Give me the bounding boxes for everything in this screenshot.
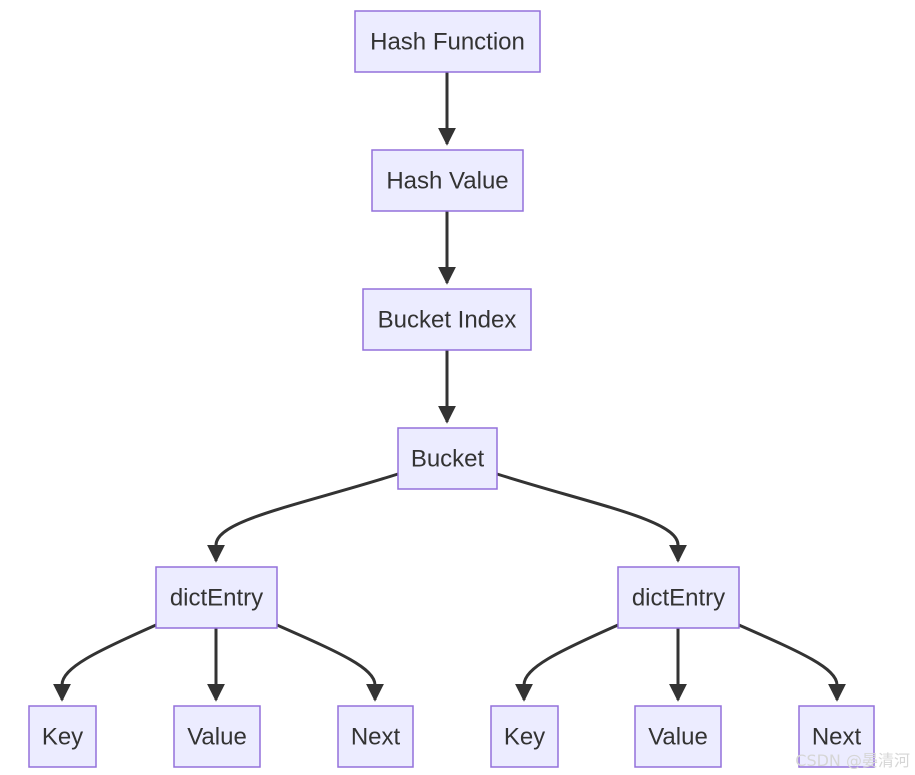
node-dict-entry-left: dictEntry <box>155 566 278 629</box>
node-bucket-label: Bucket <box>411 446 485 473</box>
node-dict-entry-left-label: dictEntry <box>170 585 263 612</box>
node-hash-function: Hash Function <box>354 10 541 73</box>
edge-dict-entry-left-to-next <box>276 623 384 702</box>
node-key-left: Key <box>28 705 97 768</box>
nodes: Hash Function Hash Value Bucket Index Bu… <box>28 10 875 768</box>
node-hash-value-label: Hash Value <box>386 168 508 195</box>
watermark: CSDN @晏清河 <box>795 751 910 770</box>
node-dict-entry-right-label: dictEntry <box>632 585 725 612</box>
node-bucket-index-label: Bucket Index <box>378 307 517 334</box>
edge-dict-entry-right-to-key <box>515 623 619 702</box>
edges <box>53 72 846 702</box>
node-next-right: Next <box>798 705 875 768</box>
node-dict-entry-right: dictEntry <box>617 566 740 629</box>
node-key-right-label: Key <box>504 724 545 751</box>
node-key-left-label: Key <box>42 724 83 751</box>
node-bucket: Bucket <box>397 427 498 490</box>
node-value-left-label: Value <box>187 724 247 751</box>
edge-bucket-to-dict-entry-left <box>207 472 399 563</box>
edge-dict-entry-right-to-next <box>738 623 846 702</box>
node-value-left: Value <box>173 705 261 768</box>
node-hash-function-label: Hash Function <box>370 29 525 56</box>
node-hash-value: Hash Value <box>371 149 524 212</box>
node-next-right-label: Next <box>812 724 862 751</box>
node-value-right-label: Value <box>648 724 708 751</box>
node-next-left-label: Next <box>351 724 401 751</box>
node-bucket-index: Bucket Index <box>362 288 532 351</box>
edge-dict-entry-left-to-key <box>53 623 157 702</box>
node-key-right: Key <box>490 705 559 768</box>
edge-bucket-to-dict-entry-right <box>496 472 687 563</box>
node-value-right: Value <box>634 705 722 768</box>
node-next-left: Next <box>337 705 414 768</box>
